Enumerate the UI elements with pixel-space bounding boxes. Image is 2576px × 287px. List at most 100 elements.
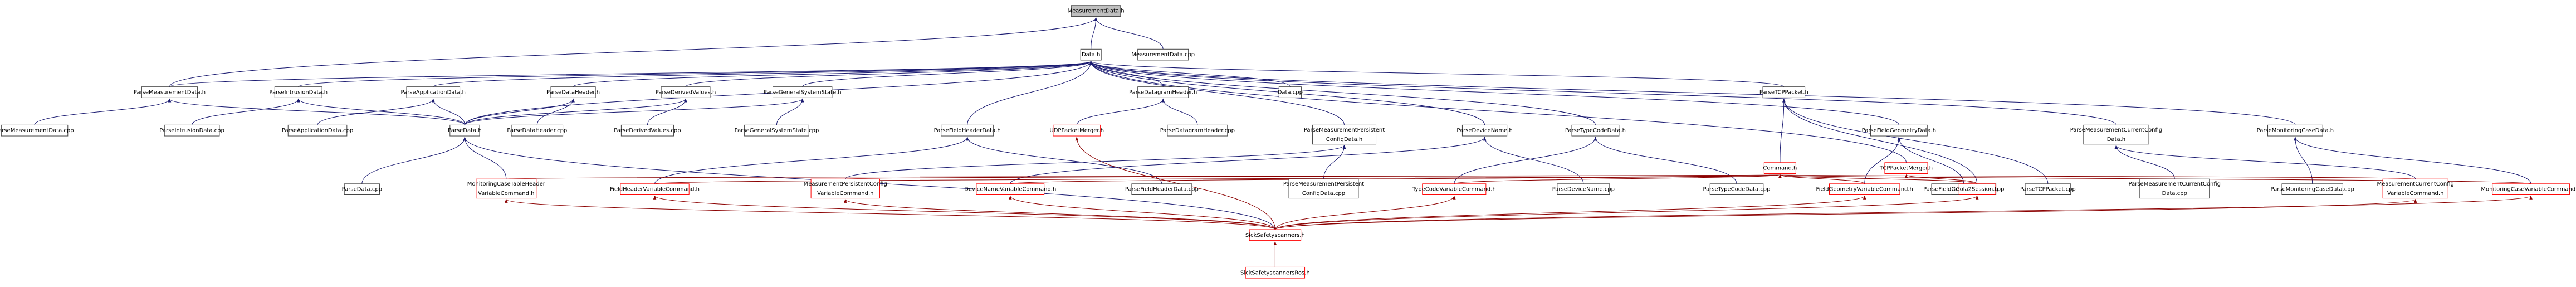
edge-devicenamevariablecommand_h-to-command_h xyxy=(1010,174,1781,184)
node-label: Command.h xyxy=(1763,166,1797,172)
node-parsetypecodedata_h[interactable]: ParseTypeCodeData.h xyxy=(1565,124,1626,137)
node-label: MonitoringCaseTableHeader xyxy=(467,181,546,187)
node-label: ParseDataHeader.cpp xyxy=(507,128,567,134)
node-parsemonitoringcasedata_cpp[interactable]: ParseMonitoringCaseData.cpp xyxy=(2271,183,2354,195)
edge-parsedata_h-to-parsemeasurementdata_h xyxy=(168,98,465,125)
edge-parsemonitoringcasedata_cpp-to-parsemonitoringcasedata_h xyxy=(2294,137,2313,184)
node-parsemeasurementdata_cpp[interactable]: ParseMeasurementData.cpp xyxy=(0,124,74,137)
node-parsegeneralsystemstate_h[interactable]: ParseGeneralSystemState.h xyxy=(764,86,842,98)
node-cola2session_h[interactable]: Cola2Session.h xyxy=(1956,183,1998,195)
node-parsefieldheaderdata_h[interactable]: ParseFieldHeaderData.h xyxy=(934,124,1001,137)
node-label: ParseMeasurementData.h xyxy=(134,90,206,96)
node-parsefieldheaderdata_cpp[interactable]: ParseFieldHeaderData.cpp xyxy=(1125,183,1199,195)
node-parsedatagramheader_cpp[interactable]: ParseDatagramHeader.cpp xyxy=(1160,124,1235,137)
node-label: ParseDatagramHeader.h xyxy=(1129,90,1197,96)
node-label: ParseFieldHeaderData.cpp xyxy=(1125,187,1199,193)
node-parsefieldgeometrydata_h[interactable]: ParseFieldGeometryData.h xyxy=(1862,124,1937,137)
node-parsederivedvalues_cpp[interactable]: ParseDerivedValues.cpp xyxy=(614,124,681,137)
node-fieldheadervariablecommand_h[interactable]: FieldHeaderVariableCommand.h xyxy=(610,183,700,195)
node-sicksafetyscanners_h[interactable]: SickSafetyscanners.h xyxy=(1245,229,1305,241)
node-box xyxy=(1245,266,1306,279)
node-box xyxy=(1762,86,1806,98)
node-parsemeasurementdata_h[interactable]: ParseMeasurementData.h xyxy=(134,86,206,98)
node-box xyxy=(2281,183,2343,195)
edge-parsedata_cpp-to-parsedata_h xyxy=(361,137,467,184)
node-box xyxy=(2382,178,2448,199)
node-box xyxy=(511,124,564,137)
node-box xyxy=(476,178,537,199)
edge-measurementcurrentconfigvariablecommand_h-to-command_h xyxy=(1780,174,2416,179)
edge-parseapplicationdata_cpp-to-parseapplicationdata_h xyxy=(317,98,435,125)
node-fieldgeometryvariablecommand_h[interactable]: FieldGeometryVariableCommand.h xyxy=(1816,183,1913,195)
node-label: ParseFieldGeometryData.h xyxy=(1862,128,1937,134)
node-label: ParseTCPPacket.h xyxy=(1759,90,1808,96)
node-label: ParseMeasurementPersistent xyxy=(1283,181,1364,187)
node-parsetcppacket_cpp[interactable]: ParseTCPPacket.cpp xyxy=(2020,183,2076,195)
node-label: ParseMonitoringCaseData.h xyxy=(2257,128,2334,134)
edge-sicksafetyscanners_h-to-measurementpersistentconfigvariablecommand_h xyxy=(844,198,1275,230)
node-label: VariableCommand.h xyxy=(478,191,534,197)
edge-parsedatagramheader_cpp-to-parsedatagramheader_h xyxy=(1161,98,1198,125)
node-parsedevicename_h[interactable]: ParseDeviceName.h xyxy=(1456,124,1513,137)
edge-monitoringcasevariablecommand_h-to-parsemonitoringcasedata_h xyxy=(2294,137,2531,184)
node-box xyxy=(620,183,690,195)
node-devicenamevariablecommand_h[interactable]: DeviceNameVariableCommand.h xyxy=(964,183,1056,195)
node-box xyxy=(449,124,480,137)
node-label: MeasurementData.h xyxy=(1068,8,1125,14)
node-measurementdata_cpp[interactable]: MeasurementData.cpp xyxy=(1131,48,1195,61)
edge-devicenamevariablecommand_h-to-parsedevicename_h xyxy=(1010,137,1487,184)
node-command_h[interactable]: Command.h xyxy=(1763,162,1797,174)
node-label: ParseMonitoringCaseData.cpp xyxy=(2271,187,2354,193)
node-box xyxy=(1461,124,1508,137)
edge-sicksafetyscanners_h-to-measurementcurrentconfigvariablecommand_h xyxy=(1274,198,2417,230)
node-label: FieldGeometryVariableCommand.h xyxy=(1816,187,1913,193)
node-parseapplicationdata_cpp[interactable]: ParseApplicationData.cpp xyxy=(282,124,353,137)
node-label: ParseDataHeader.h xyxy=(546,90,600,96)
node-box xyxy=(620,124,674,137)
node-parsedevicename_cpp[interactable]: ParseDeviceName.cpp xyxy=(1552,183,1615,195)
node-sicksafetyscannersros_h[interactable]: SickSafetyscannersRos.h xyxy=(1240,266,1310,279)
node-parsetypecodedata_cpp[interactable]: ParseTypeCodeData.cpp xyxy=(1703,183,1771,195)
node-measurementdata_h[interactable]: MeasurementData.h xyxy=(1068,5,1125,17)
node-box xyxy=(1137,48,1189,61)
edge-typecodevariablecommand_h-to-parsetypecodedata_h xyxy=(1454,137,1597,184)
node-typecodevariablecommand_h[interactable]: TypeCodeVariableCommand.h xyxy=(1412,183,1496,195)
node-box xyxy=(406,86,461,98)
node-data_cpp[interactable]: Data.cpp xyxy=(1278,86,1303,98)
node-label: MonitoringCaseVariableCommand.h xyxy=(2481,187,2576,193)
node-parsedataheader_cpp[interactable]: ParseDataHeader.cpp xyxy=(507,124,567,137)
node-parsegeneralsystemstate_cpp[interactable]: ParseGeneralSystemState.cpp xyxy=(735,124,819,137)
node-parsetcppacket_h[interactable]: ParseTCPPacket.h xyxy=(1759,86,1808,98)
node-monitoringcasevariablecommand_h[interactable]: MonitoringCaseVariableCommand.h xyxy=(2481,183,2576,195)
node-measurementcurrentconfigvariablecommand_h[interactable]: MeasurementCurrentConfigVariableCommand.… xyxy=(2377,178,2454,199)
node-label: SickSafetyscanners.h xyxy=(1245,232,1305,239)
node-parsedataheader_h[interactable]: ParseDataHeader.h xyxy=(546,86,600,98)
node-parsedatagramheader_h[interactable]: ParseDatagramHeader.h xyxy=(1129,86,1197,98)
edge-parsedata_h-to-parseapplicationdata_h xyxy=(431,98,465,125)
node-box xyxy=(344,183,380,195)
node-box xyxy=(141,86,198,98)
node-measurementpersistentconfigvariablecommand_h[interactable]: MeasurementPersistentConfigVariableComma… xyxy=(804,178,887,199)
node-monitoringcasetableheadervariablecommand_h[interactable]: MonitoringCaseTableHeaderVariableCommand… xyxy=(467,178,546,199)
node-parseapplicationdata_h[interactable]: ParseApplicationData.h xyxy=(401,86,466,98)
node-label: MeasurementCurrentConfig xyxy=(2377,181,2454,187)
edge-parsedata_h-to-parseintrusiondata_h xyxy=(297,98,465,125)
node-box xyxy=(1288,178,1359,199)
node-parseintrusiondata_h[interactable]: ParseIntrusionData.h xyxy=(269,86,328,98)
node-parsedata_cpp[interactable]: ParseData.cpp xyxy=(342,183,382,195)
node-udpacketmerger_h[interactable]: UDPPacketMerger.h xyxy=(1049,124,1104,137)
node-box xyxy=(976,183,1045,195)
node-data_h[interactable]: Data.h xyxy=(1080,48,1102,61)
node-parsemonitoringcasedata_h[interactable]: ParseMonitoringCaseData.h xyxy=(2257,124,2334,137)
node-parsedata_h[interactable]: ParseData.h xyxy=(448,124,482,137)
node-parseintrusiondata_cpp[interactable]: ParseIntrusionData.cpp xyxy=(159,124,224,137)
node-parsederivedvalues_h[interactable]: ParseDerivedValues.h xyxy=(656,86,716,98)
node-label: ParseDerivedValues.cpp xyxy=(614,128,681,134)
node-box xyxy=(810,178,880,199)
node-tcppacketmerger_h[interactable]: TCPPacketMerger.h xyxy=(1879,162,1933,174)
